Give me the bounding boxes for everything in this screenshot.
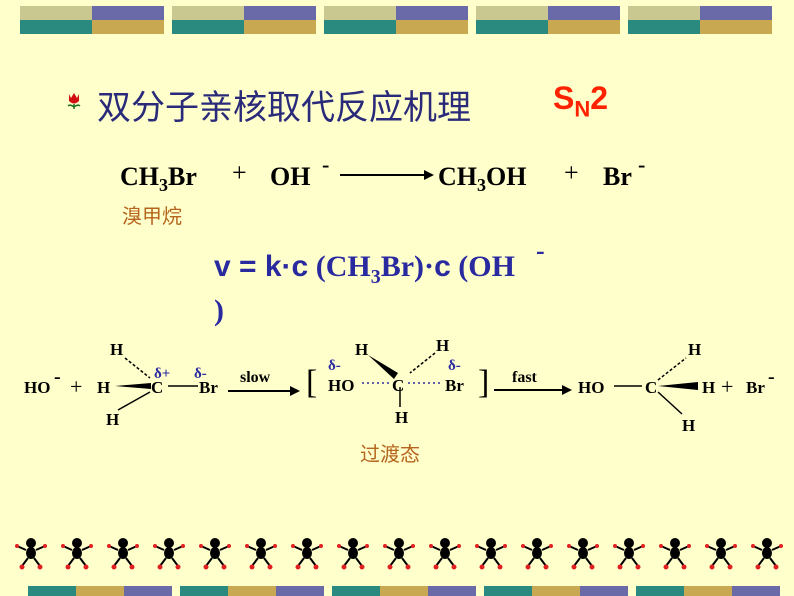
dancer-figure-icon <box>704 536 738 570</box>
dancer-figure-icon <box>658 536 692 570</box>
product-bromide: Br <box>746 378 765 397</box>
methyl-bonds <box>115 357 198 411</box>
dancer-figure-icon <box>428 536 462 570</box>
ts-h-top-left: H <box>355 340 369 359</box>
dancer-figure-icon <box>520 536 554 570</box>
dancer-figure-icon <box>474 536 508 570</box>
plus-sign: + <box>564 158 579 187</box>
dancer-figure-icon <box>152 536 186 570</box>
product-ch3oh: CH3OH <box>438 162 527 196</box>
fast-arrow <box>494 389 564 391</box>
dancer-figure-icon <box>382 536 416 570</box>
ts-delta-right: δ- <box>448 358 461 374</box>
product-h-top: H <box>688 340 702 359</box>
dancer-figure-icon <box>566 536 600 570</box>
product-plus: + <box>721 374 734 399</box>
dancer-figure-icon <box>14 536 48 570</box>
bottom-border-pattern <box>0 586 794 596</box>
reactant-name: 溴甲烷 <box>122 204 182 228</box>
ts-delta-left: δ- <box>328 358 341 374</box>
methyl-h-bottom: H <box>106 410 120 429</box>
delta-plus: δ+ <box>154 366 171 382</box>
border-segment <box>476 6 620 34</box>
dancer-figure-icon <box>244 536 278 570</box>
border-segment <box>20 6 164 34</box>
methyl-h-left: H <box>97 378 111 397</box>
dancer-figure-icon <box>612 536 646 570</box>
hydroxide-label: HO <box>24 378 51 397</box>
slow-arrow <box>228 390 292 392</box>
br-charge: - <box>638 152 646 177</box>
rate-law-close-paren: ) <box>214 294 224 327</box>
reaction-arrow <box>340 174 426 176</box>
methyl-bromine: Br <box>199 378 218 397</box>
top-border-pattern <box>0 0 794 40</box>
ts-h-bottom: H <box>395 408 409 427</box>
oh-charge: - <box>322 152 330 177</box>
ts-hydroxyl: HO <box>328 376 355 395</box>
slide-title: 双分子亲核取代反应机理 <box>97 88 471 128</box>
product-h-right: H <box>702 378 716 397</box>
rate-law-oh-charge: - <box>536 236 545 265</box>
hydroxide-charge: - <box>54 366 61 388</box>
transition-state-label: 过渡态 <box>360 442 420 466</box>
border-segment <box>180 586 324 596</box>
border-segment <box>484 586 628 596</box>
ts-h-top-right: H <box>436 336 450 355</box>
sn2-label: SN2 <box>553 80 609 122</box>
border-segment <box>172 6 316 34</box>
flower-bullet-icon <box>66 92 82 110</box>
ts-carbon: C <box>392 376 405 395</box>
ts-bracket-open: [ <box>306 364 318 401</box>
dancer-figure-icon <box>60 536 94 570</box>
dancer-figure-icon <box>198 536 232 570</box>
dancer-figure-icon <box>750 536 784 570</box>
product-hydroxyl: HO <box>578 378 605 397</box>
product-bonds <box>614 357 698 415</box>
methyl-h-top: H <box>110 340 124 359</box>
dancing-figures-border <box>0 536 794 570</box>
border-segment <box>628 6 772 34</box>
border-segment <box>332 586 476 596</box>
fast-label: fast <box>512 369 537 386</box>
slow-arrow-head <box>290 386 300 396</box>
plus-sign: + <box>70 374 83 399</box>
reactant-ch3br: CH3Br <box>120 162 197 196</box>
ts-bromine: Br <box>445 376 464 395</box>
reactant-oh: OH <box>270 162 311 191</box>
ts-bracket-close: ] <box>478 364 490 401</box>
product-bromide-charge: - <box>768 366 775 388</box>
dancer-figure-icon <box>336 536 370 570</box>
ts-bonds <box>362 352 440 407</box>
fast-arrow-head <box>562 385 572 395</box>
product-br: Br <box>603 162 632 191</box>
slow-label: slow <box>240 369 271 386</box>
reaction-arrow-head <box>424 170 434 180</box>
dancer-figure-icon <box>290 536 324 570</box>
product-carbon: C <box>645 378 658 397</box>
border-segment <box>636 586 780 596</box>
product-h-bottom: H <box>682 416 696 435</box>
methyl-carbon: C <box>151 378 164 397</box>
border-segment <box>324 6 468 34</box>
rate-law: v = k·c (CH3Br)·c (OH <box>214 250 515 288</box>
dancer-figure-icon <box>106 536 140 570</box>
delta-minus: δ- <box>194 366 207 382</box>
border-segment <box>28 586 172 596</box>
plus-sign: + <box>232 158 247 187</box>
